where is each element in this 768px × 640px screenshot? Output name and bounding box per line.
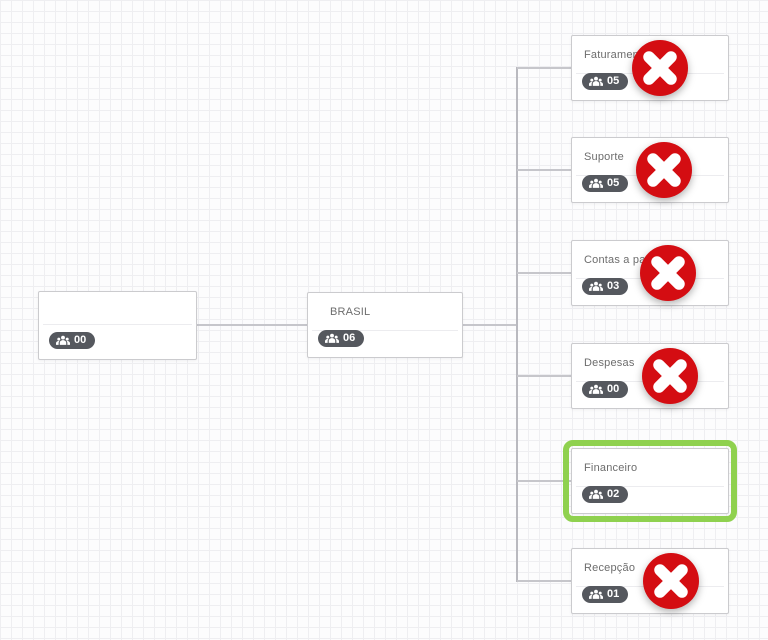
- users-icon: [589, 178, 603, 188]
- member-count-badge: 00: [582, 381, 629, 398]
- delete-x-icon: [642, 348, 698, 404]
- node-title: Recepção: [584, 562, 636, 574]
- org-node-suporte[interactable]: Suporte 05: [571, 137, 729, 203]
- connector-branch-contas: [517, 272, 571, 274]
- member-count-badge: 03: [582, 278, 629, 295]
- connector-branch-despesas: [517, 375, 571, 377]
- org-node-brasil[interactable]: BRASIL 06: [307, 292, 463, 358]
- node-title: Financeiro: [584, 462, 638, 474]
- connector-parent-trunk: [463, 324, 517, 326]
- connector-root-parent: [197, 324, 307, 326]
- connector-trunk: [516, 67, 518, 582]
- node-title: Suporte: [584, 151, 624, 163]
- member-count-badge: 02: [582, 486, 629, 503]
- connector-branch-recepcao: [517, 580, 571, 582]
- users-icon: [56, 335, 70, 345]
- delete-x-icon: [632, 40, 688, 96]
- member-count: 02: [607, 488, 620, 500]
- delete-node-button[interactable]: [636, 142, 692, 198]
- connector-branch-suporte: [517, 169, 571, 171]
- users-icon: [589, 76, 603, 86]
- member-count: 05: [607, 177, 620, 189]
- member-count-badge: 06: [318, 330, 365, 347]
- users-icon: [589, 489, 603, 499]
- node-divider: [43, 324, 192, 325]
- member-count: 01: [607, 588, 620, 600]
- org-node-root[interactable]: 00: [38, 291, 197, 360]
- delete-node-button[interactable]: [640, 245, 696, 301]
- node-divider: [576, 486, 724, 487]
- member-count: 05: [607, 75, 620, 87]
- member-count-badge: 05: [582, 73, 629, 90]
- node-title: Despesas: [584, 357, 635, 369]
- node-title: Faturamento: [584, 49, 649, 61]
- node-title: [39, 292, 196, 324]
- member-count-badge: 00: [49, 332, 96, 349]
- member-count: 00: [607, 383, 620, 395]
- org-node-financeiro[interactable]: Financeiro 02: [571, 448, 729, 514]
- member-count-badge: 05: [582, 175, 629, 192]
- org-node-faturamento[interactable]: Faturamento 05: [571, 35, 729, 101]
- delete-node-button[interactable]: [632, 40, 688, 96]
- delete-node-button[interactable]: [642, 348, 698, 404]
- users-icon: [589, 589, 603, 599]
- member-count: 06: [343, 332, 356, 344]
- org-node-recepcao[interactable]: Recepção 01: [571, 548, 729, 614]
- connector-branch-faturamento: [517, 67, 571, 69]
- users-icon: [589, 281, 603, 291]
- users-icon: [325, 333, 339, 343]
- member-count: 00: [74, 334, 87, 346]
- org-node-despesas[interactable]: Despesas 00: [571, 343, 729, 409]
- delete-x-icon: [636, 142, 692, 198]
- member-count-badge: 01: [582, 586, 629, 603]
- users-icon: [589, 384, 603, 394]
- node-title: BRASIL: [330, 306, 371, 318]
- delete-node-button[interactable]: [643, 553, 699, 609]
- org-node-contas-a-pagar[interactable]: Contas a pagar 03: [571, 240, 729, 306]
- member-count: 03: [607, 280, 620, 292]
- delete-x-icon: [640, 245, 696, 301]
- connector-branch-financeiro: [517, 480, 571, 482]
- node-divider: [312, 330, 458, 331]
- delete-x-icon: [643, 553, 699, 609]
